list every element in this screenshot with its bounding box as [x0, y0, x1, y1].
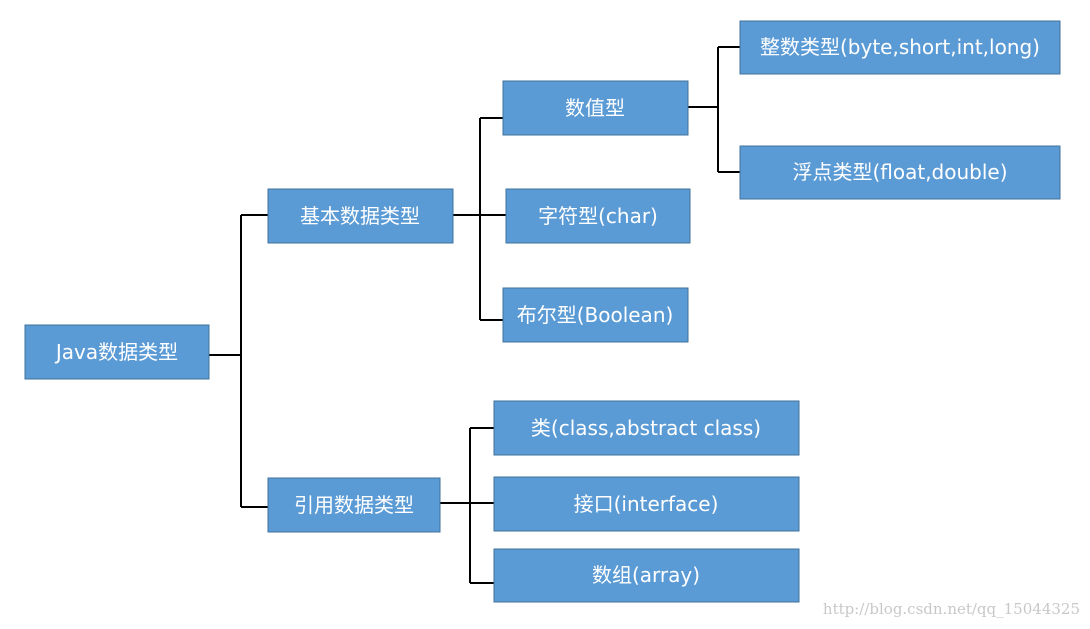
node-root-label: Java数据类型	[54, 340, 178, 364]
node-array-label: 数组(array)	[592, 563, 700, 587]
connector-numeric	[688, 46, 740, 173]
node-interface-label: 接口(interface)	[574, 492, 719, 516]
node-float: 浮点类型(float,double)	[739, 145, 1061, 200]
connector-reference	[440, 427, 494, 584]
node-float-label: 浮点类型(float,double)	[792, 160, 1007, 184]
node-root: Java数据类型	[24, 324, 210, 380]
node-boolean-label: 布尔型(Boolean)	[517, 303, 674, 327]
node-primitive: 基本数据类型	[267, 188, 454, 244]
node-array: 数组(array)	[493, 548, 800, 603]
node-numeric-label: 数值型	[565, 96, 625, 120]
connectors	[209, 46, 740, 584]
node-reference: 引用数据类型	[267, 477, 441, 533]
node-class-label: 类(class,abstract class)	[531, 416, 761, 440]
node-primitive-label: 基本数据类型	[300, 204, 420, 228]
watermark-text: http://blog.csdn.net/qq_15044325	[823, 600, 1080, 618]
node-class: 类(class,abstract class)	[493, 400, 800, 456]
node-interface: 接口(interface)	[493, 476, 800, 532]
node-char-label: 字符型(char)	[538, 204, 658, 228]
node-char: 字符型(char)	[505, 188, 691, 244]
connector-primitive	[453, 117, 506, 321]
node-boolean: 布尔型(Boolean)	[502, 287, 689, 343]
connector-root	[209, 214, 268, 508]
node-integer: 整数类型(byte,short,int,long)	[739, 20, 1061, 75]
node-integer-label: 整数类型(byte,short,int,long)	[760, 35, 1040, 59]
node-reference-label: 引用数据类型	[294, 493, 414, 517]
node-numeric: 数值型	[502, 80, 689, 136]
